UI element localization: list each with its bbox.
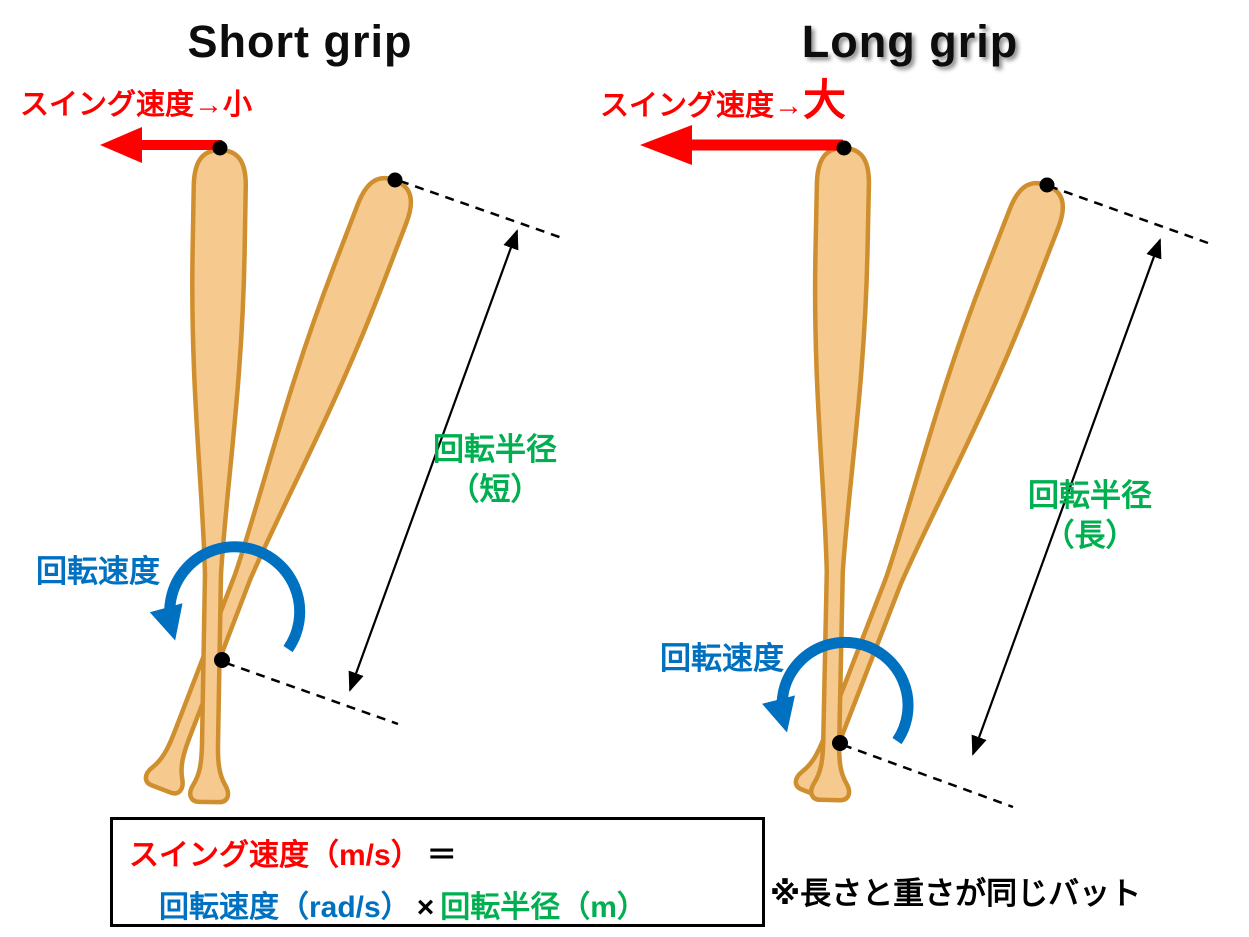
left-swing-speed-label: スイング速度→小: [20, 89, 253, 121]
left-radius-dash-top: [399, 179, 566, 241]
left-radius-dash-bottom: [225, 661, 399, 726]
right-radius-dash-bottom: [842, 743, 1014, 809]
formula-rotation-term: 回転速度（rad/s）: [159, 891, 411, 924]
right-bat-vertical: [804, 148, 870, 801]
right-radius-dash-top: [1048, 184, 1209, 245]
formula-line-2: 回転速度（rad/s）×回転半径（m）: [159, 882, 762, 926]
right-rotation-arrow: [762, 636, 914, 745]
left-rotation-arrow: [149, 541, 306, 653]
right-swing-speed-emphasis: 大: [803, 77, 847, 125]
right-bat-top-dot: [836, 140, 852, 156]
left-grip-pivot-dot: [214, 652, 230, 668]
formula-box: スイング速度（m/s）＝ 回転速度（rad/s）×回転半径（m）: [110, 817, 765, 927]
formula-equals: ＝: [426, 839, 457, 872]
right-title: Long grip: [801, 16, 1019, 67]
formula-times: ×: [416, 891, 435, 924]
left-bat-top-dot: [212, 140, 228, 156]
right-radius-label: 回転半径 （長）: [975, 476, 1205, 556]
right-swept-bat-top-dot: [1039, 177, 1055, 193]
left-swing-arrow-head: [100, 127, 142, 163]
formula-radius-term: 回転半径（m）: [440, 891, 647, 924]
note-text: ※長さと重さが同じバット: [770, 876, 1142, 911]
formula-swing-term: スイング速度（m/s）: [129, 839, 421, 872]
left-rotation-speed-label: 回転速度: [36, 554, 160, 589]
right-swing-speed-prefix: スイング速度→: [600, 90, 804, 122]
right-rotation-speed-label: 回転速度: [660, 641, 784, 676]
left-swept-bat-top-dot: [387, 172, 403, 188]
left-radius-label-line1: 回転半径: [433, 432, 557, 467]
right-swing-speed-label: スイング速度→大: [600, 80, 846, 123]
left-title: Short grip: [187, 16, 413, 67]
right-grip-pivot-dot: [832, 735, 848, 751]
right-radius-arrow: [971, 238, 1162, 756]
formula-line-1: スイング速度（m/s）＝: [129, 830, 762, 874]
left-bat-swept: [137, 171, 419, 798]
left-radius-label-line2: （短）: [448, 472, 542, 507]
right-radius-label-line2: （長）: [1043, 518, 1137, 553]
right-swing-arrow-head: [640, 125, 692, 165]
left-radius-arrow: [348, 229, 519, 692]
right-radius-label-line1: 回転半径: [1028, 478, 1152, 513]
left-radius-label: 回転半径 （短）: [380, 430, 610, 510]
